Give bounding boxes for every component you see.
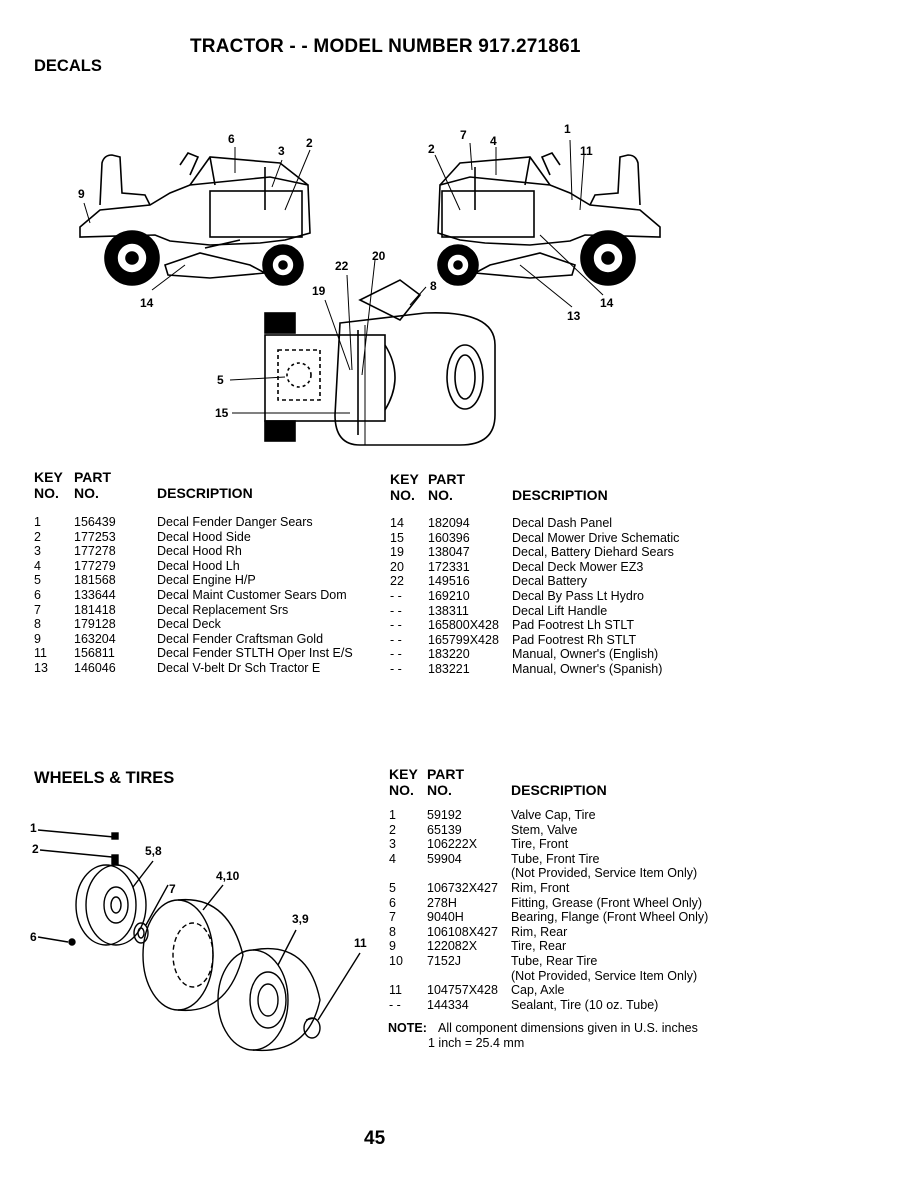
- table-row: (Not Provided, Service Item Only): [511, 968, 698, 983]
- callout-7: 7: [169, 882, 176, 896]
- note-label: NOTE:: [388, 1021, 427, 1035]
- callout-3-9: 3,9: [292, 912, 309, 926]
- front-tire: [142, 884, 244, 1012]
- decal-callouts: 6 3 2 9 14 7 2 4 1 11 14 13 20 22 19 8 5…: [78, 122, 614, 420]
- front-rim: [75, 864, 147, 946]
- callout-20: 20: [372, 249, 386, 263]
- callout-15: 15: [215, 406, 229, 420]
- callout-5-8: 5,8: [145, 844, 162, 858]
- decals-heading: DECALS: [34, 57, 102, 75]
- dimensions-note: NOTE: All component dimensions given in …: [388, 1021, 748, 1050]
- decal-leaders: [83, 139, 604, 414]
- decals-diagram: 6 3 2 9 14 7 2 4 1 11 14 13 20 22 19 8 5…: [78, 122, 661, 446]
- page-number: 45: [364, 1128, 386, 1149]
- callout-4-10: 4,10: [216, 869, 240, 883]
- callout-4: 4: [490, 134, 497, 148]
- callout-1: 1: [564, 122, 571, 136]
- tractor-left-view: [79, 152, 311, 279]
- callout-2b: 2: [428, 142, 435, 156]
- page-title: TRACTOR - - MODEL NUMBER 917.271861: [190, 36, 581, 57]
- wheels-diagram: 1 2 5,8 4,10 7 3,9 6 11: [30, 821, 367, 1052]
- wheels-heading: WHEELS & TIRES: [34, 769, 175, 787]
- callout-11: 11: [354, 936, 367, 950]
- top-view-deck: [264, 279, 496, 446]
- note-line-2: 1 inch = 25.4 mm: [428, 1035, 525, 1050]
- tractor-right-wheels: [437, 230, 636, 286]
- callout-8: 8: [430, 279, 437, 293]
- callout-19: 19: [312, 284, 326, 298]
- tractor-right-view: [437, 152, 661, 279]
- flange-bearing: [133, 884, 169, 944]
- axle-cap: [303, 952, 361, 1039]
- decals-right-header: KEY PART NO. NO. DESCRIPTION: [390, 471, 608, 503]
- callout-6: 6: [228, 132, 235, 146]
- callout-2: 2: [32, 842, 39, 856]
- note-line-1: All component dimensions given in U.S. i…: [438, 1021, 698, 1035]
- callout-14: 14: [140, 296, 154, 310]
- valve-stem: [37, 829, 119, 865]
- grease-fitting: [37, 936, 76, 946]
- callout-11: 11: [580, 144, 593, 158]
- wheel-callouts: 1 2 5,8 4,10 7 3,9 6 11: [30, 821, 367, 950]
- callout-7: 7: [460, 128, 467, 142]
- callout-2: 2: [306, 136, 313, 150]
- callout-13: 13: [567, 309, 581, 323]
- tractor-left-wheels: [104, 230, 304, 286]
- wheels-header: KEY PART NO. NO. DESCRIPTION: [389, 766, 607, 798]
- callout-14b: 14: [600, 296, 614, 310]
- callout-3: 3: [278, 144, 285, 158]
- table-row: (Not Provided, Service Item Only): [511, 866, 698, 881]
- decals-left-header: KEY PART NO. NO. DESCRIPTION: [34, 469, 253, 501]
- callout-1: 1: [30, 821, 37, 835]
- callout-6: 6: [30, 930, 37, 944]
- callout-9: 9: [78, 187, 85, 201]
- callout-5: 5: [217, 373, 224, 387]
- rear-tire: [217, 929, 321, 1052]
- callout-22: 22: [335, 259, 349, 273]
